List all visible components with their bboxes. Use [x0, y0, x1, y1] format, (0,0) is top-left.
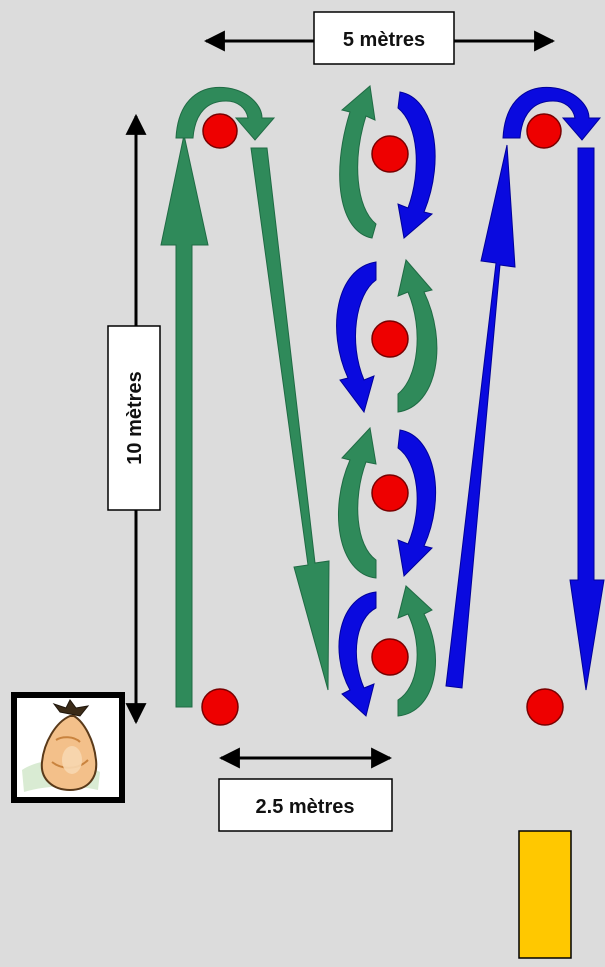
blue-loop-cone-4 [338, 591, 377, 717]
cone-top-left [202, 113, 238, 149]
blue-loop-cone-3 [397, 429, 437, 578]
green-turn-top-left [175, 86, 276, 141]
bag-box [11, 692, 125, 803]
cone-top-right [526, 113, 562, 149]
cone-middle-2 [371, 320, 409, 358]
width-label-box: 5 mètres [313, 11, 455, 65]
height-label: 10 mètres [124, 371, 146, 464]
width-label: 5 mètres [343, 29, 425, 51]
green-up-arrow [160, 134, 209, 708]
blue-loop-cone-2 [336, 261, 377, 414]
cone-middle-4 [371, 638, 409, 676]
blue-turn-top-right [502, 86, 602, 141]
yellow-marker [518, 830, 572, 959]
cone-bottom-left [201, 688, 239, 726]
green-loop-cone-3 [338, 426, 377, 579]
blue-up-diagonal-arrow [445, 144, 516, 689]
money-bag-icon [22, 699, 100, 792]
green-loop-cone-1 [339, 85, 377, 239]
blue-loop-cone-1 [397, 91, 436, 239]
green-down-diagonal-arrow [250, 147, 330, 691]
cone-middle-3 [371, 474, 409, 512]
green-loop-cone-4 [397, 585, 436, 717]
spacing-label-box: 2.5 mètres [218, 778, 393, 832]
spacing-label: 2.5 mètres [256, 796, 355, 818]
cone-top-middle [371, 135, 409, 173]
height-label-box: 10 mètres [107, 325, 161, 511]
cone-bottom-right [526, 688, 564, 726]
blue-down-arrow [569, 147, 605, 691]
green-loop-cone-2 [397, 258, 438, 413]
